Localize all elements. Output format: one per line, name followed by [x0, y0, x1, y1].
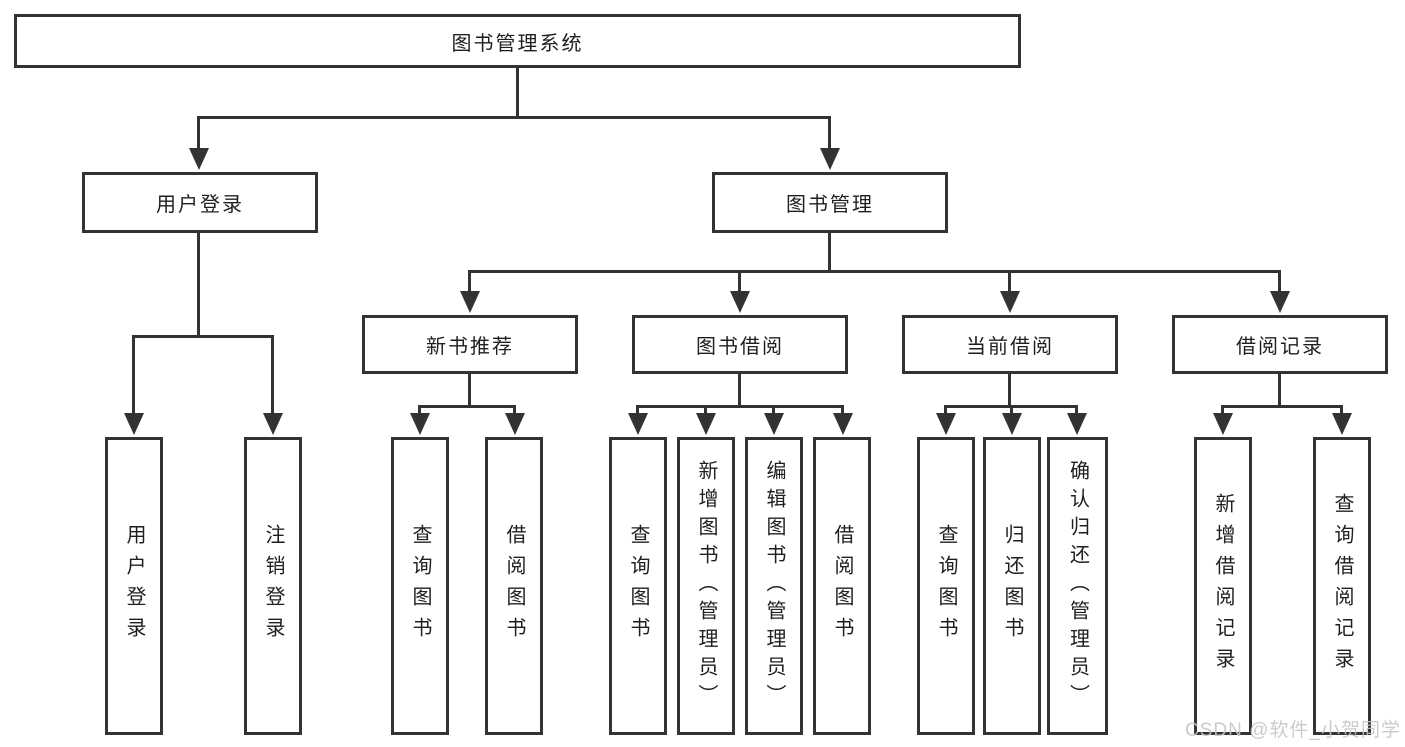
connector-line [1010, 405, 1013, 417]
connector-line [1075, 405, 1078, 417]
arrow-down-icon [189, 148, 209, 170]
leaf-borrow-books-2: 借阅图书 [813, 437, 871, 735]
connector-line [418, 405, 421, 417]
connector-line [738, 374, 741, 408]
node-library-management-system: 图书管理系统 [14, 14, 1021, 68]
arrow-down-icon [1067, 413, 1087, 435]
node-label: 图书管理系统 [451, 32, 584, 55]
node-label: 当前借阅 [966, 336, 1054, 358]
connector-line [1278, 374, 1281, 408]
arrow-down-icon [505, 413, 525, 435]
connector-line [1221, 405, 1343, 408]
connector-line [1008, 374, 1011, 408]
arrow-down-icon [820, 148, 840, 170]
arrow-down-icon [1002, 413, 1022, 435]
connector-line [271, 335, 274, 415]
leaf-user-login: 用户登录 [105, 437, 163, 735]
leaf-label: 查询图书 [409, 524, 431, 648]
arrow-down-icon [696, 413, 716, 435]
node-label: 图书借阅 [696, 336, 784, 358]
connector-line [1278, 270, 1281, 295]
watermark: CSDN @软件_小贺同学 [1185, 720, 1401, 741]
arrow-down-icon [764, 413, 784, 435]
leaf-add-books-admin: 新增图书（管理员） [677, 437, 735, 735]
connector-line [738, 270, 741, 295]
leaf-query-books-1: 查询图书 [391, 437, 449, 735]
leaf-label: 新增借阅记录 [1212, 493, 1234, 679]
leaf-edit-books-admin: 编辑图书（管理员） [745, 437, 803, 735]
leaf-label: 借阅图书 [503, 524, 525, 648]
node-label: 用户登录 [156, 194, 244, 216]
arrow-down-icon [1270, 291, 1290, 313]
node-book-management: 图书管理 [712, 172, 948, 233]
connector-line [468, 374, 471, 408]
leaf-logout: 注销登录 [244, 437, 302, 735]
leaf-label: 查询图书 [627, 524, 649, 648]
connector-line [1340, 405, 1343, 417]
arrow-down-icon [1213, 413, 1233, 435]
arrow-down-icon [1332, 413, 1352, 435]
arrow-down-icon [833, 413, 853, 435]
leaf-label: 归还图书 [1001, 524, 1023, 648]
node-book-borrowing: 图书借阅 [632, 315, 848, 374]
connector-line [513, 405, 516, 417]
node-label: 借阅记录 [1236, 336, 1324, 358]
leaf-confirm-return-admin: 确认归还（管理员） [1047, 437, 1108, 735]
leaf-add-borrow-record: 新增借阅记录 [1194, 437, 1252, 735]
node-current-borrowing: 当前借阅 [902, 315, 1118, 374]
connector-line [841, 405, 844, 417]
connector-line [132, 335, 274, 338]
leaf-label: 查询图书 [935, 524, 957, 648]
arrow-down-icon [460, 291, 480, 313]
connector-line [1008, 270, 1011, 295]
arrow-down-icon [628, 413, 648, 435]
connector-line [944, 405, 947, 417]
connector-line [828, 116, 831, 152]
connector-line [1221, 405, 1224, 417]
leaf-label: 借阅图书 [831, 524, 853, 648]
leaf-label: 编辑图书（管理员） [763, 460, 785, 712]
arrow-down-icon [263, 413, 283, 435]
arrow-down-icon [124, 413, 144, 435]
leaf-label: 确认归还（管理员） [1066, 460, 1089, 712]
arrow-down-icon [410, 413, 430, 435]
node-borrowing-records: 借阅记录 [1172, 315, 1388, 374]
node-label: 新书推荐 [426, 336, 514, 358]
arrow-down-icon [730, 291, 750, 313]
leaf-label: 查询借阅记录 [1331, 493, 1353, 679]
arrow-down-icon [936, 413, 956, 435]
connector-line [704, 405, 707, 417]
connector-line [197, 233, 200, 338]
leaf-query-borrow-record: 查询借阅记录 [1313, 437, 1371, 735]
connector-line [516, 68, 519, 118]
connector-line [197, 116, 200, 152]
leaf-label: 新增图书（管理员） [695, 460, 717, 712]
node-new-book-recommend: 新书推荐 [362, 315, 578, 374]
connector-line [772, 405, 775, 417]
node-user-login: 用户登录 [82, 172, 318, 233]
leaf-return-books: 归还图书 [983, 437, 1041, 735]
connector-line [828, 233, 831, 273]
connector-line [197, 116, 831, 119]
connector-line [468, 270, 471, 295]
leaf-query-books-3: 查询图书 [917, 437, 975, 735]
connector-line [132, 335, 135, 415]
node-label: 图书管理 [786, 194, 874, 216]
leaf-query-books-2: 查询图书 [609, 437, 667, 735]
leaf-label: 用户登录 [123, 524, 145, 648]
connector-line [468, 270, 1281, 273]
leaf-borrow-books-1: 借阅图书 [485, 437, 543, 735]
arrow-down-icon [1000, 291, 1020, 313]
connector-line [636, 405, 844, 408]
connector-line [636, 405, 639, 417]
leaf-label: 注销登录 [262, 524, 284, 648]
connector-line [418, 405, 516, 408]
